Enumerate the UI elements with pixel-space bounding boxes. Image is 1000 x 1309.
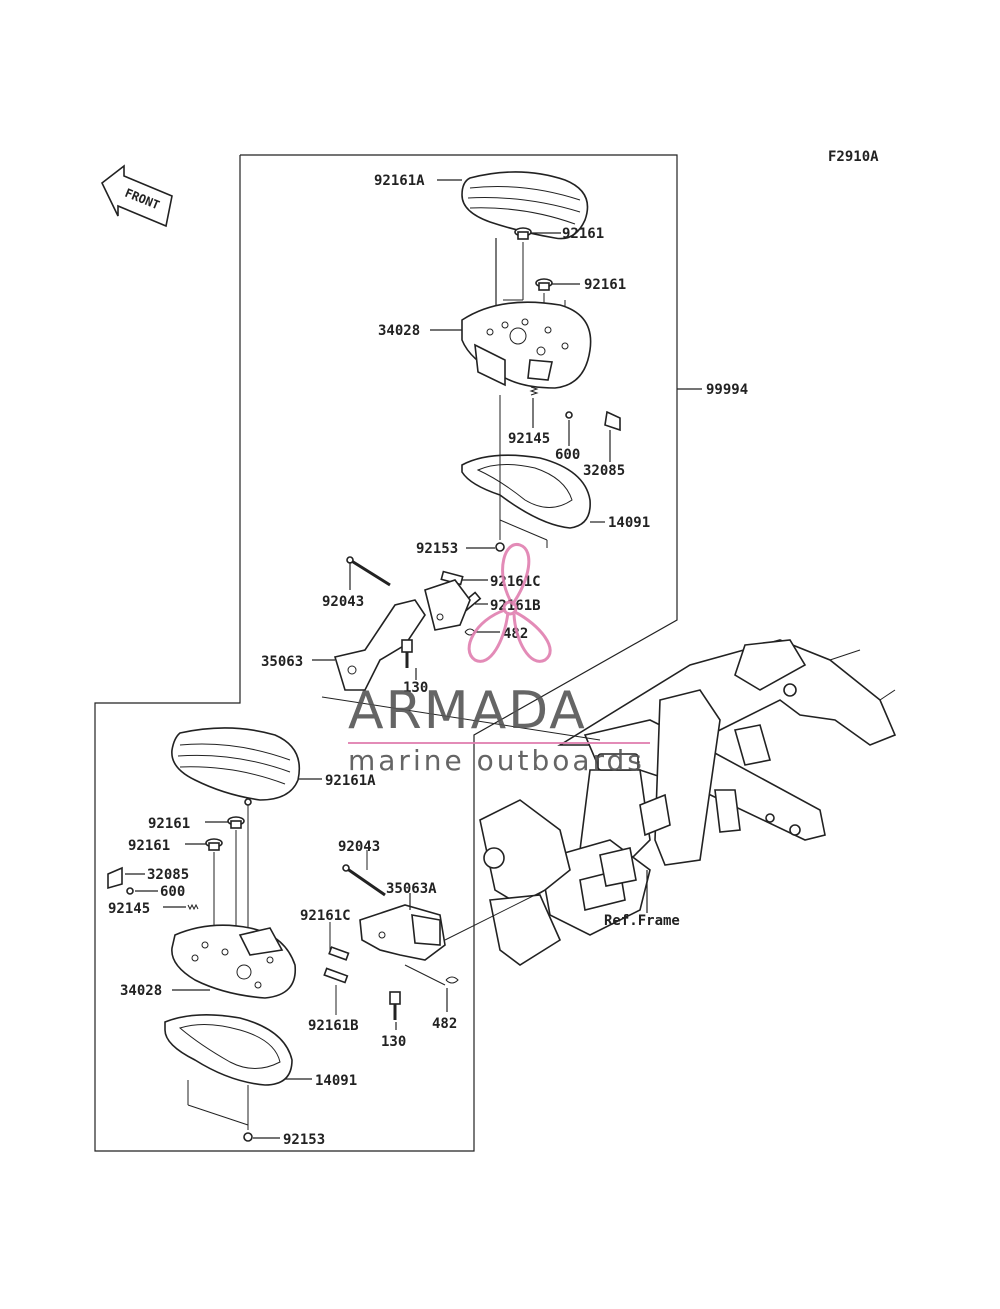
frame-drawing [479, 639, 897, 966]
label-upper-damper-c: 92161C [490, 574, 541, 590]
label-upper-damper-b: 92161 [584, 277, 626, 293]
lower-bolt [243, 1132, 253, 1142]
label-lower-damper-b: 92161 [128, 838, 170, 854]
lower-damper-c [328, 946, 350, 961]
label-lower-stay: 35063A [386, 881, 437, 897]
label-upper-spring: 92145 [508, 431, 550, 447]
label-lower-bolt: 92153 [283, 1132, 325, 1148]
label-lower-damper-d: 92161B [308, 1018, 359, 1034]
label-lower-damper-a: 92161 [148, 816, 190, 832]
label-upper-stay: 35063 [261, 654, 303, 670]
label-lower-ball: 600 [160, 884, 185, 900]
lower-footboard-assembly [107, 727, 459, 1142]
lower-spring [187, 903, 199, 911]
watermark-brand: ARMADA [348, 681, 587, 741]
label-lower-clip: 482 [432, 1016, 457, 1032]
upper-damper-a [514, 227, 532, 240]
lower-stay [359, 904, 446, 961]
upper-bracket [604, 410, 621, 432]
ref-frame-label: Ref.Frame [604, 913, 680, 929]
label-upper-plate: 34028 [378, 323, 420, 339]
propeller-logo-icon [467, 543, 552, 663]
lower-ball [126, 887, 134, 895]
upper-pin [346, 556, 391, 587]
label-upper-ball: 600 [555, 447, 580, 463]
upper-footboard-pad [461, 171, 589, 240]
mount-line-lower [444, 889, 546, 941]
label-lower-cover: 14091 [315, 1073, 357, 1089]
label-upper-pad: 92161A [374, 173, 425, 189]
mount-line-upper [321, 696, 601, 741]
label-upper-bolt: 92153 [416, 541, 458, 557]
label-lower-bracket: 32085 [147, 867, 189, 883]
front-arrow-icon: FRONT [100, 164, 173, 228]
upper-footboard-assembly [312, 171, 621, 691]
label-lower-pin: 92043 [338, 839, 380, 855]
lower-clip [445, 976, 459, 984]
lower-footboard-cover [164, 1014, 293, 1086]
label-lower-pad: 92161A [325, 773, 376, 789]
upper-damper-b [535, 278, 553, 291]
lower-damper-a [227, 816, 245, 829]
label-upper-screw: 130 [403, 680, 428, 696]
label-lower-damper-c: 92161C [300, 908, 351, 924]
label-assembly-number: 99994 [706, 382, 748, 398]
lower-footboard-plate [171, 924, 296, 999]
watermark-tagline: marine outboards [348, 744, 645, 777]
lower-damper-b [205, 838, 223, 851]
upper-spring [529, 386, 539, 396]
lower-footboard-pad [171, 727, 300, 801]
upper-stay [333, 579, 471, 691]
upper-footboard-plate [461, 301, 592, 389]
lower-screw [389, 991, 401, 1020]
label-upper-pin: 92043 [322, 594, 364, 610]
label-lower-plate: 34028 [120, 983, 162, 999]
lower-damper-d [323, 967, 349, 984]
label-upper-damper-a: 92161 [562, 226, 604, 242]
label-lower-spring: 92145 [108, 901, 150, 917]
upper-footboard-cover [461, 454, 591, 529]
lower-bracket [107, 866, 123, 890]
label-lower-screw: 130 [381, 1034, 406, 1050]
lower-pin [342, 864, 386, 897]
armada-watermark: ARMADA marine outboards [348, 543, 650, 777]
label-upper-cover: 14091 [608, 515, 650, 531]
upper-screw [401, 639, 413, 668]
assembly-border [94, 154, 678, 1152]
upper-bolt [495, 542, 505, 552]
figure-code: F2910A [828, 149, 879, 165]
upper-ball [565, 411, 573, 419]
label-upper-bracket: 32085 [583, 463, 625, 479]
